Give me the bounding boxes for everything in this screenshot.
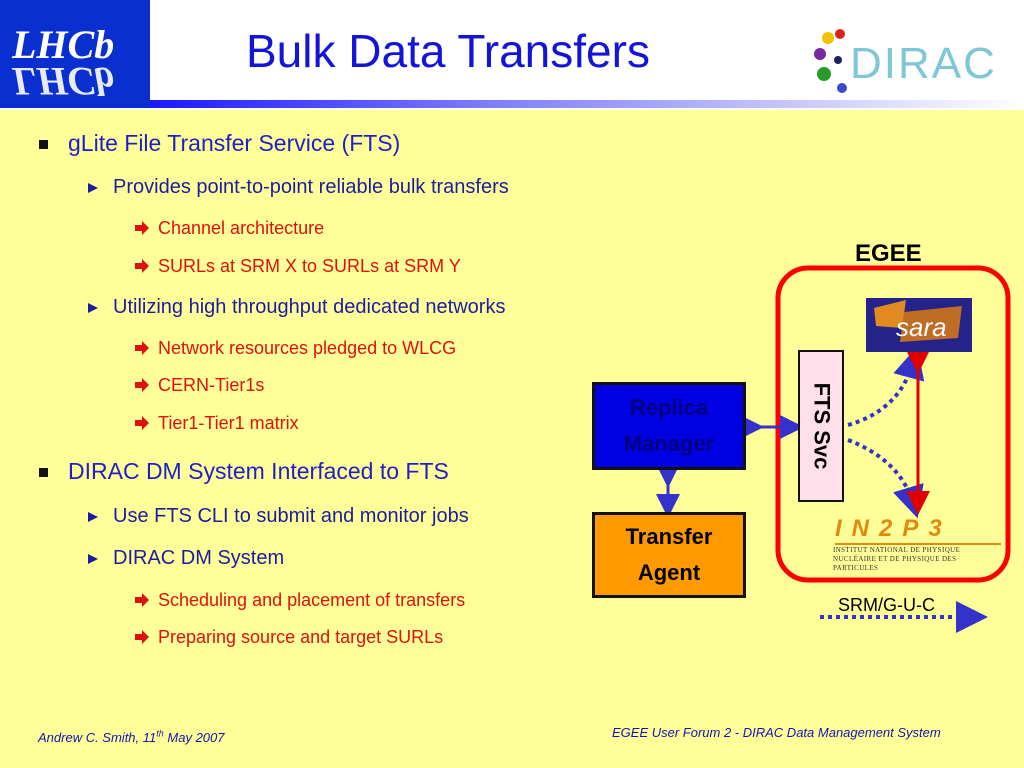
bullet-level3: Channel architecture: [158, 218, 325, 238]
header-rule: [150, 100, 1024, 108]
fts-in2p3-link: [847, 438, 924, 519]
square-bullet-icon: [39, 140, 48, 149]
footer-author-date-text: Andrew C. Smith, 11th May 2007: [38, 729, 225, 746]
egee-label: EGEE: [855, 240, 922, 267]
bullet-level3: Tier1-Tier1 matrix: [158, 413, 299, 433]
triangle-bullet-icon: [88, 303, 98, 313]
fts-service-box: FTS Svc: [798, 350, 844, 502]
in2p3-logo-text: IN2P3: [835, 515, 952, 542]
arrow-bullet-icon: [135, 416, 149, 430]
footer-event-title: EGEE User Forum 2 - DIRAC Data Managemen…: [612, 725, 941, 740]
triangle-bullet-icon: [88, 183, 98, 193]
transfer-agent-box: Transfer Agent: [592, 512, 746, 598]
svg-text:LHCb: LHCb: [11, 22, 114, 67]
bullet-level3: CERN-Tier1s: [158, 375, 265, 395]
arrow-bullet-icon: [135, 630, 149, 644]
srm-legend-label: SRM/G-U-C: [838, 595, 935, 615]
sara-logo: sara: [866, 298, 972, 352]
triangle-bullet-icon: [88, 554, 98, 564]
bullet-level2: Use FTS CLI to submit and monitor jobs: [113, 505, 469, 527]
bullet-level2: Utilizing high throughput dedicated netw…: [113, 296, 506, 318]
bullet-level1: gLite File Transfer Service (FTS): [68, 130, 401, 156]
footer-author-date: Andrew C. Smith, 11th May 2007: [38, 729, 224, 745]
arrow-bullet-icon: [135, 259, 149, 273]
sara-logo-text: sara: [896, 312, 947, 342]
bullet-level3: Scheduling and placement of transfers: [158, 590, 466, 610]
bullet-level3: SURLs at SRM X to SURLs at SRM Y: [158, 256, 461, 276]
fts-sara-link: [847, 346, 925, 427]
bullet-level2: Provides point-to-point reliable bulk tr…: [113, 176, 509, 198]
in2p3-logo: IN2P3 Institut National de Physique Nucl…: [833, 512, 1003, 572]
bullet-level3: Network resources pledged to WLCG: [158, 338, 457, 358]
arrow-bullet-icon: [135, 221, 149, 235]
fts-service-label: FTS Svc: [809, 382, 834, 470]
in2p3-subtitle: Institut National de Physique Nucléaire …: [833, 546, 961, 572]
bullet-level3: Preparing source and target SURLs: [158, 627, 444, 647]
slide-title: Bulk Data Transfers: [246, 25, 650, 77]
replica-manager-box: Replica Manager: [592, 382, 746, 470]
dirac-logo: DIRAC: [800, 24, 1020, 102]
svg-text:DIRAC: DIRAC: [850, 39, 997, 88]
square-bullet-icon: [39, 468, 48, 477]
triangle-bullet-icon: [88, 512, 98, 522]
arrow-bullet-icon: [135, 593, 149, 607]
svg-text:LHCb: LHCb: [11, 59, 114, 104]
lhcb-logo: LHCb LHCb: [0, 0, 150, 108]
bullet-level2: DIRAC DM System: [113, 547, 285, 569]
bullet-level1: DIRAC DM System Interfaced to FTS: [68, 458, 449, 484]
arrow-bullet-icon: [135, 378, 149, 392]
slide-header: [0, 0, 1024, 110]
arrow-bullet-icon: [135, 341, 149, 355]
